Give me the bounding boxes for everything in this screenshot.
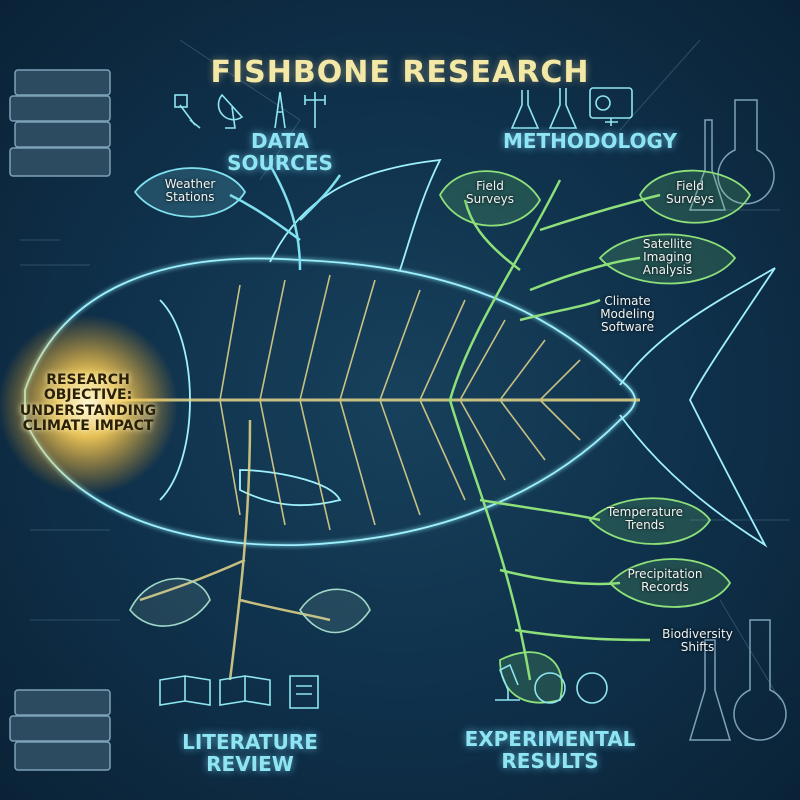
cause-text: Records [641, 580, 689, 595]
branch-methodology [448, 179, 661, 401]
flask-icon [510, 88, 578, 129]
category-experimental-results-line1: EXPERIMENTAL [464, 727, 636, 751]
open-book-icon [159, 675, 271, 706]
cause-text: Satellite [642, 237, 693, 251]
cause-text: Software [601, 320, 654, 335]
branch-literature-review [139, 419, 331, 681]
objective-line: RESEARCH [46, 372, 130, 388]
scroll-icon [289, 675, 319, 709]
cause-text: Stations [165, 190, 215, 205]
radio-tower-icon [274, 91, 286, 129]
cause-text: Field [676, 179, 704, 193]
fish-tail [619, 267, 776, 548]
category-data-sources: DATA SOURCES [227, 129, 333, 175]
objective-line: CLIMATE IMPACT [22, 418, 154, 435]
cause-text: Biodiversity [662, 627, 733, 641]
weather-station-icon [304, 92, 326, 128]
objective-glow [0, 315, 178, 495]
branch-data-sources [229, 164, 342, 271]
objective-line: UNDERSTANDING [19, 402, 157, 419]
cause-text: Analysis [642, 263, 693, 278]
category-experimental-results-line2: RESULTS [501, 749, 599, 773]
cause-text: Surveys [466, 192, 514, 207]
lab-glassware-icon [688, 99, 787, 741]
leaves [438, 169, 752, 704]
computer-globe-icon [589, 87, 633, 126]
cause-text: Shifts [680, 640, 715, 655]
cause-text: Imaging [643, 250, 692, 265]
petri-dish-icon [534, 672, 608, 704]
cause-text: Field [476, 179, 504, 193]
fish-outline [24, 158, 776, 548]
fish-spine-and-ribs [90, 274, 640, 531]
satellite-icon [174, 94, 201, 129]
page-title: FISHBONE RESEARCH [210, 55, 590, 90]
books-icon [9, 69, 111, 771]
category-literature-review: LITERATURE REVIEW [182, 730, 318, 776]
satellite-dish-icon [217, 93, 244, 129]
cause-text: Weather [164, 177, 216, 191]
branch-experimental-results [448, 399, 651, 681]
category-experimental-results: EXPERIMENTAL RESULTS [460, 728, 640, 772]
pectoral-fin [239, 469, 342, 507]
dorsal-fin [269, 158, 442, 271]
category-methodology: METHODOLOGY [502, 129, 678, 153]
leaf-literature [129, 577, 371, 634]
cause-text: Climate [604, 294, 651, 308]
research-objective: RESEARCH OBJECTIVE: UNDERSTANDING CLIMAT… [18, 372, 158, 435]
cause-text: Trends [625, 518, 665, 533]
cause-text: Precipitation [627, 567, 703, 581]
microscope-icon [495, 663, 520, 701]
cause-text: Temperature [606, 505, 683, 519]
objective-line: OBJECTIVE: [43, 387, 133, 404]
leaf-weather [133, 167, 247, 218]
cause-text: Modeling [600, 307, 655, 322]
category-icons [159, 87, 633, 709]
cause-text: Surveys [666, 192, 714, 207]
